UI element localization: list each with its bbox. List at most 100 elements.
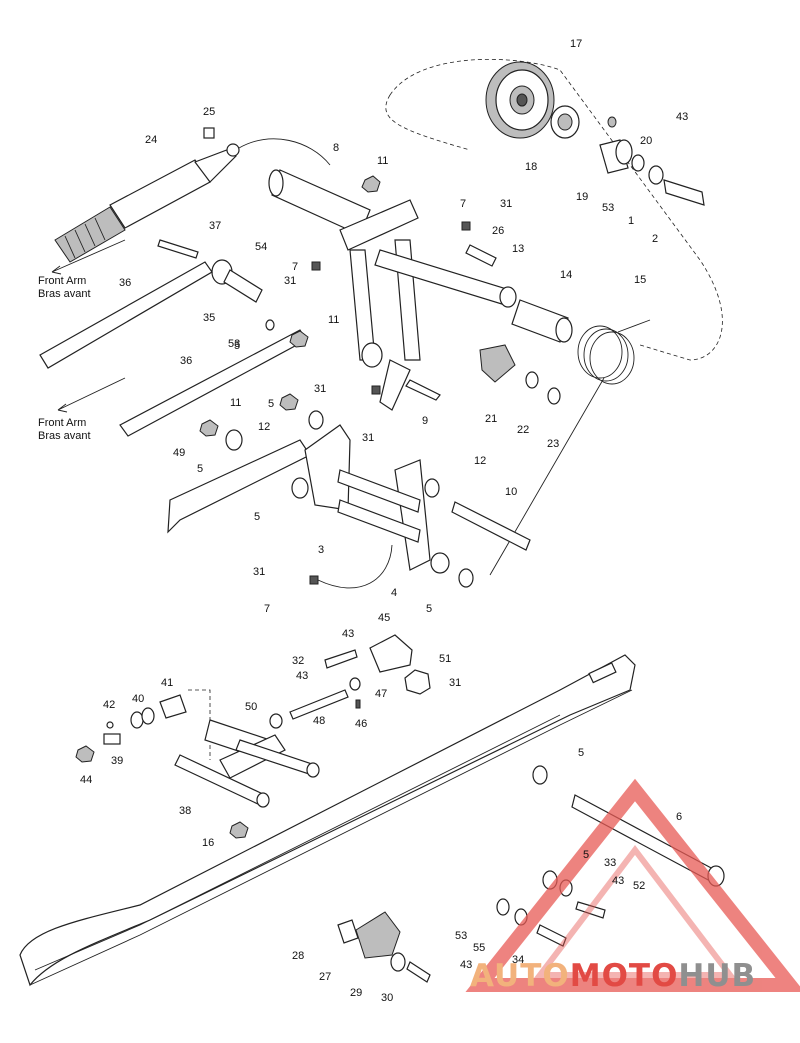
callout-28: 28 (292, 950, 304, 962)
watermark-hub: HUB (678, 958, 756, 994)
direction-arrow (51, 239, 126, 275)
callout-11: 11 (377, 155, 388, 167)
callout-5: 5 (426, 603, 432, 615)
callout-43: 43 (612, 875, 624, 887)
callout-7: 7 (292, 261, 298, 273)
callout-4: 4 (391, 587, 397, 599)
callout-43: 43 (296, 670, 308, 682)
callout-46: 46 (355, 718, 367, 730)
callout-3: 3 (318, 544, 324, 556)
front-arm-assembly (339, 199, 517, 411)
grease-fitting (311, 261, 321, 271)
washer (130, 711, 144, 729)
grease-line (317, 544, 393, 589)
slide-rail (19, 654, 636, 987)
callout-12: 12 (474, 455, 486, 467)
callout-11: 11 (230, 397, 241, 409)
callout-45: 45 (378, 612, 390, 624)
callout-2: 2 (652, 233, 658, 245)
note-line: Front Arm (38, 417, 86, 429)
callout-19: 19 (576, 191, 588, 203)
spacer (599, 139, 633, 174)
small-nut (106, 721, 114, 729)
idler-wheel (485, 61, 555, 139)
callout-31: 31 (449, 677, 461, 689)
nut (229, 821, 249, 839)
note-line: Bras avant (38, 430, 91, 442)
callout-53: 53 (228, 338, 240, 350)
callout-31: 31 (253, 566, 265, 578)
callout-23: 23 (547, 438, 559, 450)
washer (424, 478, 440, 498)
nut (279, 393, 299, 411)
callout-49: 49 (173, 447, 185, 459)
grease-fitting (607, 116, 617, 128)
callout-15: 15 (634, 274, 646, 286)
watermark-auto: AUTO (470, 958, 570, 994)
small-nut (203, 127, 215, 139)
washer (349, 677, 361, 691)
screw (465, 244, 497, 267)
callout-32: 32 (292, 655, 304, 667)
callout-33: 33 (604, 857, 616, 869)
grease-fitting (309, 575, 319, 585)
callout-31: 31 (500, 198, 512, 210)
callout-25: 25 (203, 106, 215, 118)
nut (361, 175, 381, 193)
callout-5: 5 (254, 511, 260, 523)
watermark-text: AUTOMOTOHUB (470, 958, 756, 994)
bushing (159, 694, 187, 719)
bolt (663, 179, 705, 206)
long-bolt (451, 501, 531, 551)
note-line: Front Arm (38, 275, 86, 287)
washer (631, 154, 645, 172)
callout-5: 5 (197, 463, 203, 475)
washer (547, 387, 561, 405)
washer (390, 952, 406, 972)
watermark-moto: MOTO (570, 958, 679, 994)
callout-5: 5 (583, 849, 589, 861)
rear-arm-frame (304, 424, 450, 574)
callout-44: 44 (80, 774, 92, 786)
callout-54: 54 (255, 241, 267, 253)
track-outline (385, 58, 723, 361)
callout-17: 17 (570, 38, 582, 50)
washer (141, 707, 155, 725)
bolt (536, 924, 567, 947)
callout-13: 13 (512, 243, 524, 255)
callout-38: 38 (179, 805, 191, 817)
callout-40: 40 (132, 693, 144, 705)
clamp-block (369, 634, 413, 673)
callout-labels: 1 2 3 4 5 5 5 5 5 5 5 6 7 7 7 8 9 10 11 … (80, 38, 688, 1004)
callout-5: 5 (578, 747, 584, 759)
alignment-line (188, 689, 211, 760)
callout-14: 14 (560, 269, 572, 281)
nut (289, 330, 309, 348)
callout-12: 12 (258, 421, 270, 433)
callout-29: 29 (350, 987, 362, 999)
callout-18: 18 (525, 161, 537, 173)
callout-9: 9 (422, 415, 428, 427)
washer (532, 765, 548, 785)
callout-55: 55 (473, 942, 485, 954)
bolt (324, 649, 358, 669)
callout-30: 30 (381, 992, 393, 1004)
washer (269, 713, 283, 729)
torsion-spring (489, 319, 651, 576)
callout-41: 41 (161, 677, 173, 689)
pin (355, 699, 361, 709)
washer (265, 319, 275, 331)
callout-31: 31 (284, 275, 296, 287)
bearing (550, 105, 580, 139)
callout-31: 31 (314, 383, 326, 395)
callout-1: 1 (628, 215, 634, 227)
note-line: Bras avant (38, 288, 91, 300)
callout-7: 7 (264, 603, 270, 615)
callout-50: 50 (245, 701, 257, 713)
rear-arm (174, 719, 320, 808)
callout-53: 53 (602, 202, 614, 214)
callout-6: 6 (676, 811, 682, 823)
callout-39: 39 (111, 755, 123, 767)
callout-5: 5 (234, 340, 240, 352)
